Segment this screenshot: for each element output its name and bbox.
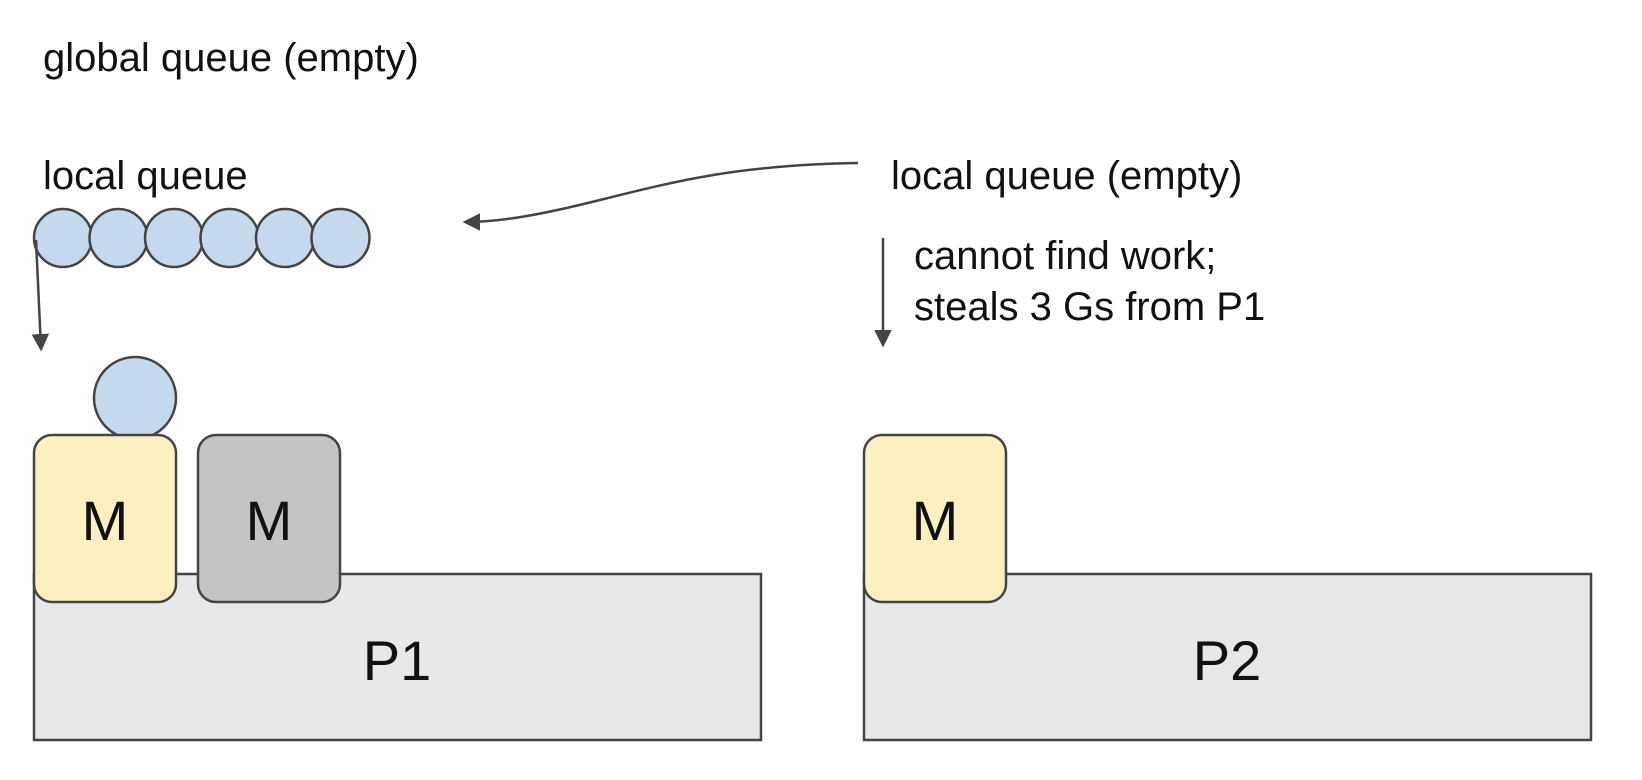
running-goroutine xyxy=(92,355,178,441)
p2-note-line1: cannot find work; xyxy=(914,234,1216,278)
p1-local-queue xyxy=(32,207,371,269)
p1-machine-idle-label: M xyxy=(246,489,293,552)
p2-local-queue-label: local queue (empty) xyxy=(891,154,1242,198)
global-queue-label: global queue (empty) xyxy=(43,36,419,80)
queued-goroutine xyxy=(254,207,316,269)
p1-machine-running-label: M xyxy=(82,489,129,552)
p1-local-queue-label: local queue xyxy=(43,154,248,198)
steal-arrow xyxy=(462,161,859,231)
queued-goroutine xyxy=(32,207,94,269)
p1-machine-idle xyxy=(196,433,342,604)
queued-goroutine xyxy=(88,207,149,269)
queued-goroutine xyxy=(199,207,260,269)
p2-machine-running-label: M xyxy=(912,489,959,552)
queued-goroutine xyxy=(310,207,371,269)
processor-p1-label: P1 xyxy=(363,629,432,692)
p1-machine-running xyxy=(32,433,178,604)
p2-machine-running xyxy=(862,433,1008,604)
queued-goroutine xyxy=(143,207,205,269)
processor-p2-label: P2 xyxy=(1193,629,1262,692)
p2-note-line2: steals 3 Gs from P1 xyxy=(914,285,1265,329)
dequeue-arrow xyxy=(31,239,50,352)
